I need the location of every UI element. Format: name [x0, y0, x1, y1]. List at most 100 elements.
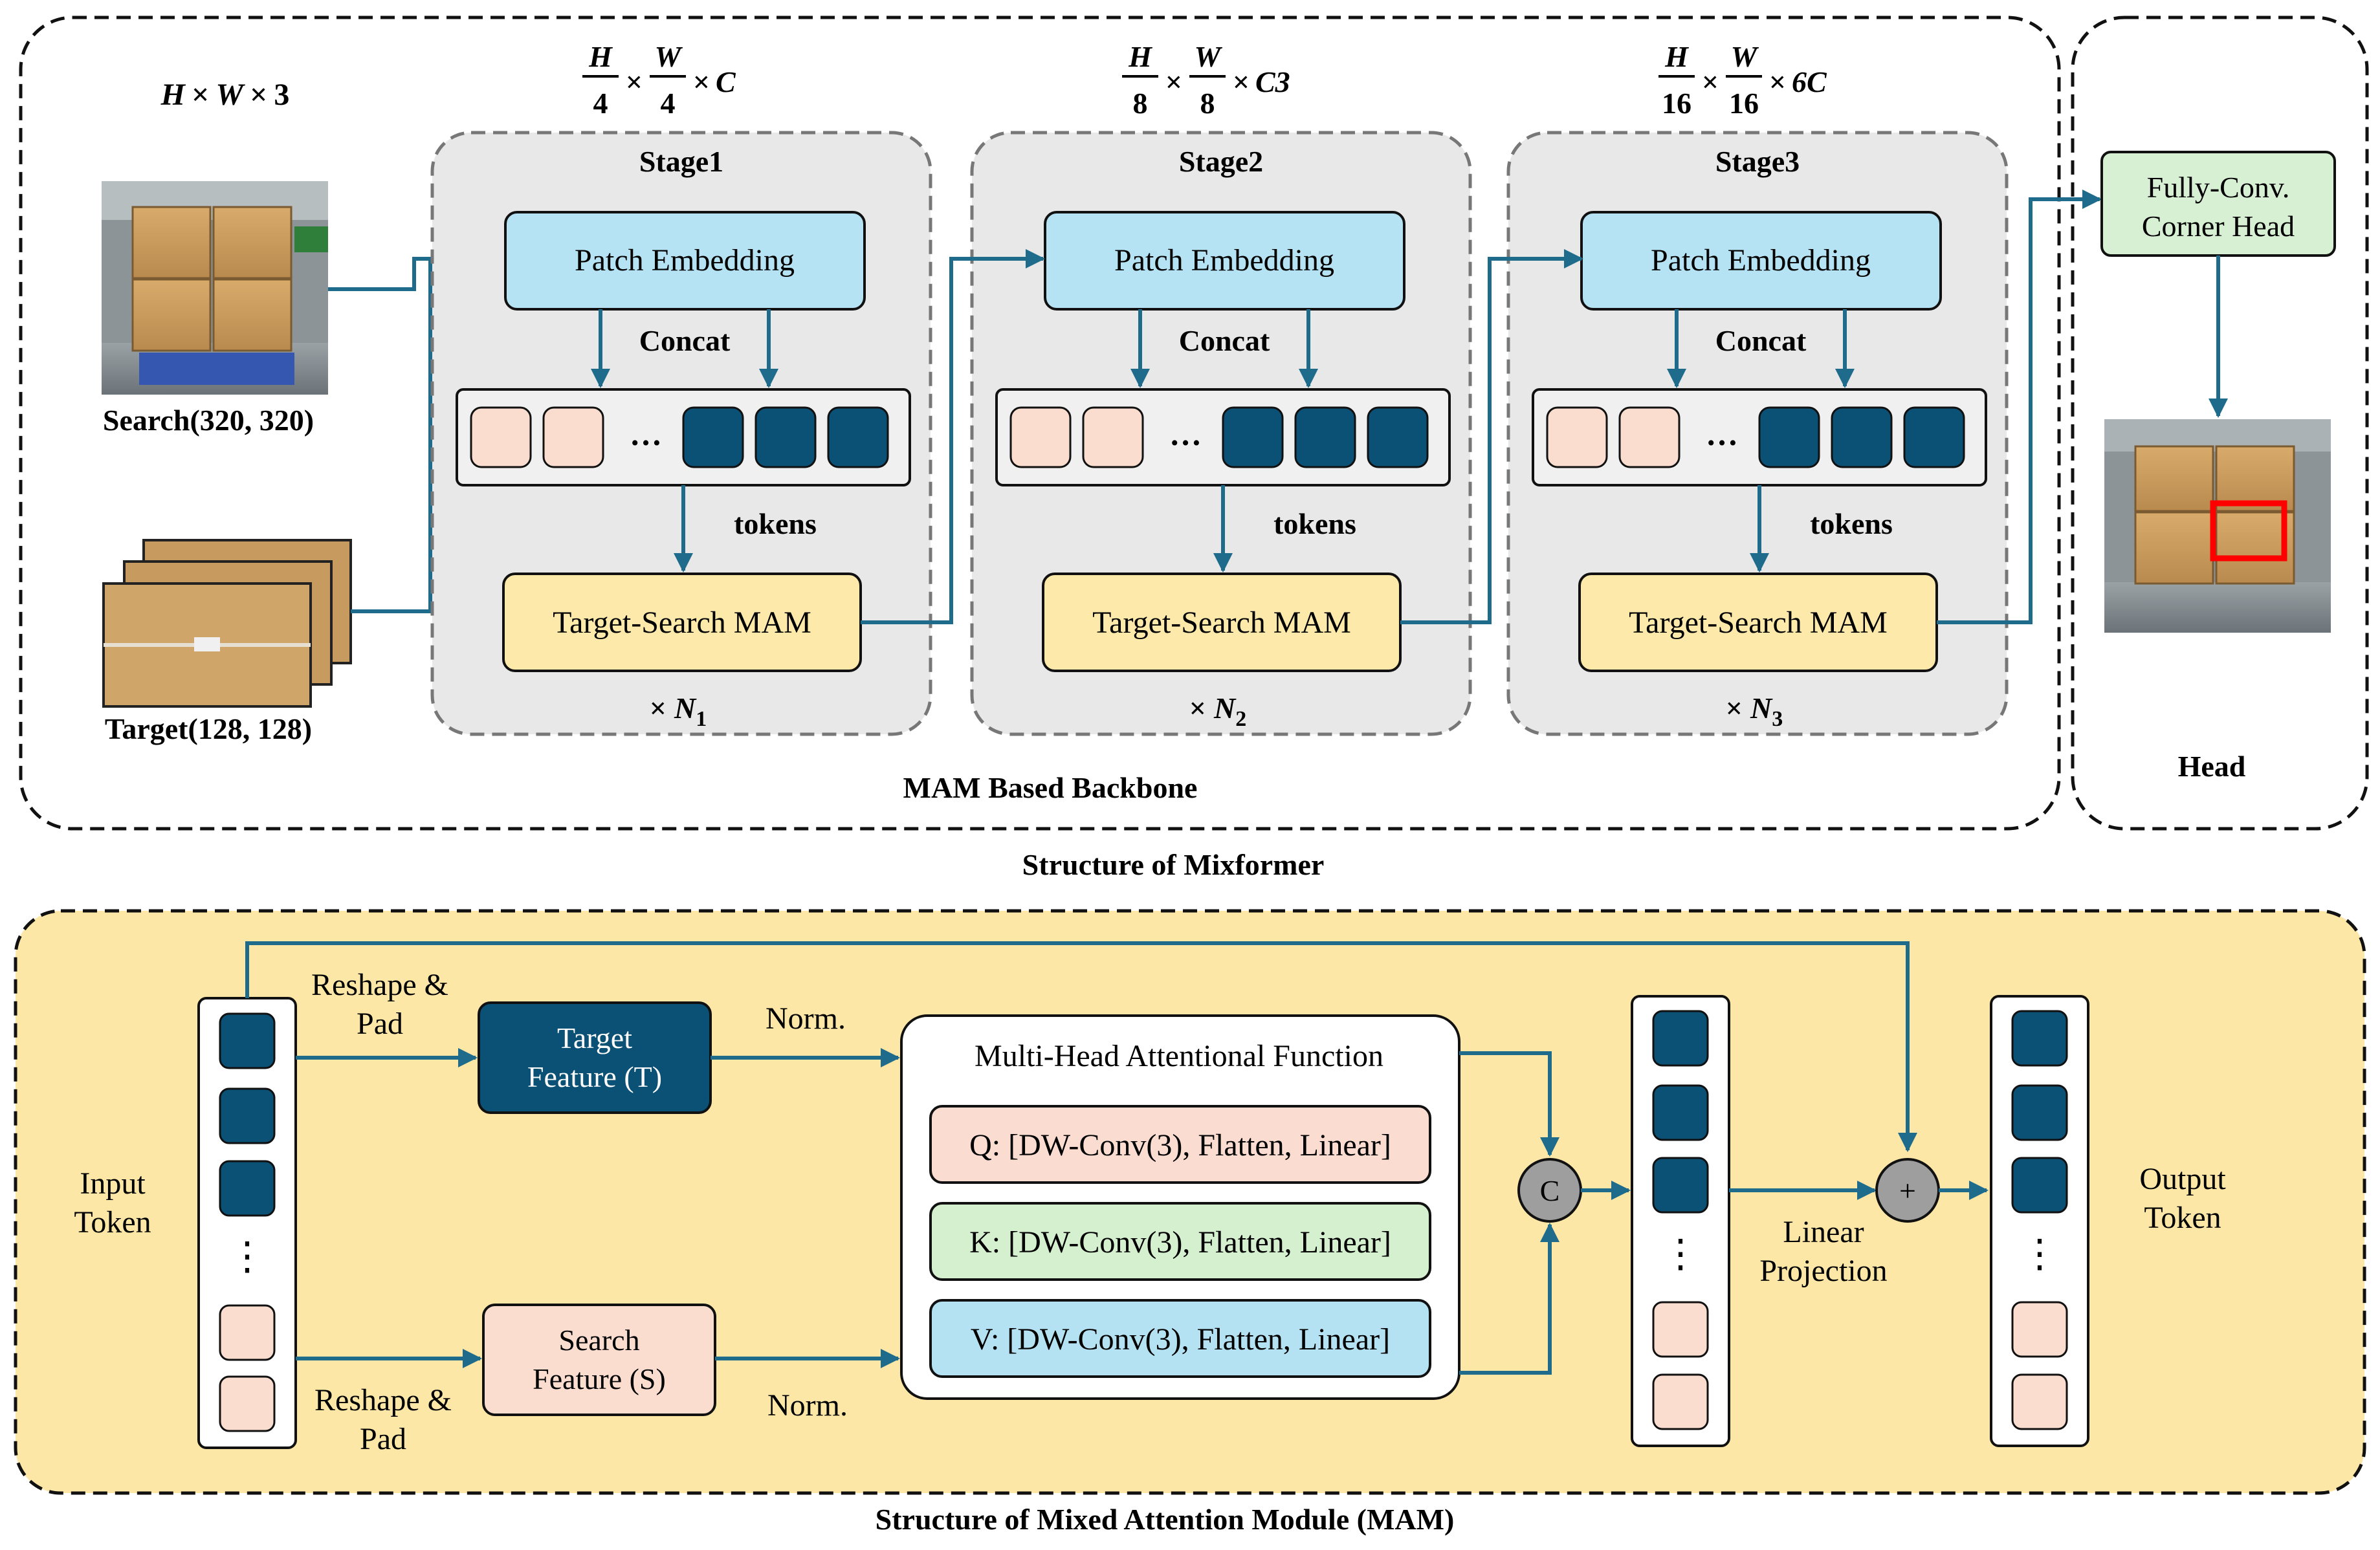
mixed-vdots: ⋮: [1661, 1232, 1700, 1275]
dim-times-2: ×: [1233, 65, 1250, 98]
target-token: [2011, 1010, 2068, 1067]
search-token: [1294, 406, 1356, 468]
concat-label: Concat: [1179, 324, 1270, 357]
target-token: [219, 1012, 276, 1069]
search-feature-line1: Search: [558, 1324, 639, 1357]
target-token: [1082, 406, 1144, 468]
search-token: [755, 406, 817, 468]
target-token: [1652, 1084, 1709, 1141]
token-ellipsis: …: [630, 416, 662, 452]
search-token: [1222, 406, 1284, 468]
repeat-prefix: ×: [1726, 692, 1743, 725]
repeat-n: N: [1213, 692, 1237, 725]
input-vdots: ⋮: [228, 1235, 267, 1278]
patch-embedding-label: Patch Embedding: [1651, 243, 1871, 278]
repeat-prefix: ×: [1189, 692, 1206, 725]
repeat-sub: 1: [696, 707, 707, 731]
concat-label: Concat: [639, 324, 731, 357]
target-image: [102, 539, 352, 708]
patch-embedding-label: Patch Embedding: [575, 243, 795, 278]
target-feature-box: [478, 1001, 712, 1114]
dim-w: W: [655, 40, 683, 73]
target-token: [219, 1087, 276, 1144]
target-token: [2011, 1084, 2068, 1141]
target-token: [470, 406, 532, 468]
patch-embedding-box: [1044, 211, 1405, 311]
search-token: [219, 1375, 276, 1432]
repeat-label: ×N3: [1726, 692, 1783, 731]
search-token: [1652, 1301, 1709, 1358]
target-token: [542, 406, 604, 468]
target-feature-line2: Feature (T): [527, 1060, 662, 1093]
tokens-label: tokens: [734, 507, 817, 540]
stage1-to-stage2-arrow: [861, 249, 1045, 624]
target-search-mam-label: Target-Search MAM: [1092, 606, 1351, 640]
target-token: [1652, 1010, 1709, 1067]
repeat-label: ×N2: [1189, 692, 1246, 731]
attention-to-concat-bottom-arrow: [1459, 1223, 1559, 1375]
repeat-prefix: ×: [650, 692, 667, 725]
dim-channels: C3: [1255, 65, 1290, 98]
dim-h: H: [1128, 40, 1152, 73]
search-token: [1758, 406, 1820, 468]
token-ellipsis: …: [1706, 416, 1738, 452]
stage-title: Stage3: [1715, 145, 1800, 178]
output-token-label-2: Token: [2144, 1201, 2221, 1235]
target-token: [1546, 406, 1608, 468]
target-token: [1618, 406, 1680, 468]
plus-symbol: +: [1899, 1174, 1916, 1207]
output-token-label-1: Output: [2139, 1162, 2226, 1196]
output-vdots: ⋮: [2020, 1232, 2059, 1275]
tracking-bbox: [2210, 500, 2287, 562]
target-label: Target(128, 128): [105, 712, 312, 745]
linear-projection-1: Linear: [1783, 1215, 1864, 1249]
dim-h-divisor: 4: [593, 87, 608, 120]
corner-head-line1: Fully-Conv.: [2147, 171, 2290, 204]
k-row: [929, 1202, 1431, 1281]
token-ellipsis: …: [1169, 416, 1202, 452]
stage-dims: H4×W4×C: [582, 40, 736, 120]
dim-h: H: [1664, 40, 1689, 73]
target-search-mam-label: Target-Search MAM: [553, 606, 811, 640]
input-dims: H×W×3: [160, 78, 290, 112]
search-token: [1367, 406, 1429, 468]
repeat-sub: 2: [1235, 707, 1246, 731]
stage-title: Stage2: [1179, 145, 1263, 178]
k-row-label: K: [DW-Conv(3), Flatten, Linear]: [969, 1225, 1391, 1260]
search-token: [1831, 406, 1893, 468]
linear-projection-2: Projection: [1759, 1254, 1887, 1288]
concat-symbol: C: [1540, 1174, 1560, 1207]
stage2-to-stage3-arrow: [1400, 249, 1583, 624]
reshape-pad-top-2: Pad: [357, 1007, 403, 1041]
attention-to-concat-top-arrow: [1459, 1051, 1559, 1157]
stage3-to-head-arrow: [1937, 190, 2102, 624]
patch-embedding-label: Patch Embedding: [1114, 243, 1334, 278]
stage-dims: H16×W16×6C: [1658, 40, 1827, 120]
input-token-label-1: Input: [80, 1166, 146, 1201]
norm-bottom-label: Norm.: [767, 1388, 848, 1423]
dim-h: H: [588, 40, 613, 73]
target-feature-line1: Target: [557, 1021, 632, 1054]
repeat-n: N: [1750, 692, 1773, 725]
target-token: [2011, 1157, 2068, 1214]
tokens-label: tokens: [1273, 507, 1356, 540]
search-feature-line2: Feature (S): [533, 1362, 666, 1395]
dim-channels: C: [716, 65, 736, 98]
target-token: [1009, 406, 1072, 468]
search-token: [827, 406, 889, 468]
corner-head-line2: Corner Head: [2142, 210, 2295, 243]
dim-w: W: [1195, 40, 1223, 73]
concat-label: Concat: [1715, 324, 1807, 357]
dim-w: W: [1731, 40, 1759, 73]
backbone-label: MAM Based Backbone: [903, 771, 1198, 804]
repeat-sub: 3: [1772, 707, 1783, 731]
v-row-label: V: [DW-Conv(3), Flatten, Linear]: [971, 1322, 1390, 1357]
repeat-label: ×N1: [650, 692, 707, 731]
search-token: [2011, 1301, 2068, 1358]
q-row: [929, 1105, 1431, 1184]
target-search-mam-label: Target-Search MAM: [1629, 606, 1888, 640]
norm-top-label: Norm.: [766, 1001, 846, 1036]
target-to-patch-arrow: [351, 259, 432, 613]
